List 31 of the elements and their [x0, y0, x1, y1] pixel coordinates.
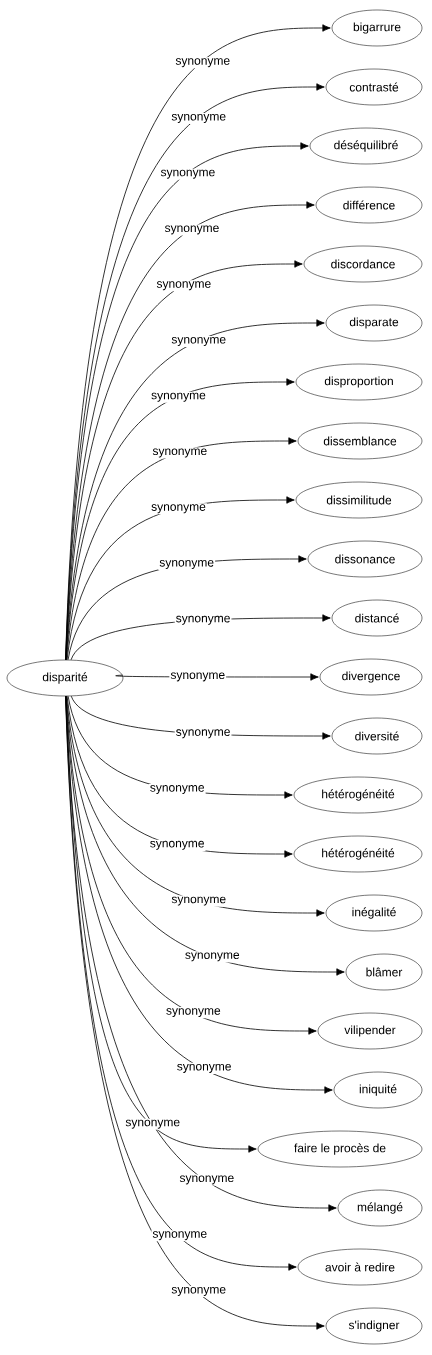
arrow [65, 695, 257, 1153]
arrow [65, 695, 333, 1094]
edge-label: synonyme [170, 112, 228, 124]
edge-label: synonyme [164, 1007, 222, 1019]
edge-label: synonyme [174, 614, 232, 626]
edge-label: synonyme [148, 839, 206, 851]
arrow [66, 437, 297, 661]
edge-label: synonyme [150, 503, 207, 515]
edge-label: synonyme [174, 728, 232, 740]
arrow [65, 319, 325, 661]
edge-label: synonyme [163, 224, 221, 236]
arrow [65, 695, 325, 1330]
edge-label: synonyme [175, 1062, 233, 1074]
edge-label: synonyme [178, 1174, 236, 1186]
edge-label: synonyme [151, 1230, 209, 1242]
edge-label: synonyme [183, 951, 241, 963]
edge-label: synonyme [170, 335, 228, 347]
edge-label: synonyme [158, 559, 216, 571]
edge-label: synonyme [124, 1118, 182, 1130]
edge-label: synonyme [169, 671, 227, 683]
edge-label: synonyme [170, 1285, 228, 1297]
edge-label: synonyme [150, 391, 207, 403]
edge-label: synonyme [174, 57, 232, 69]
edge-label: synonyme [159, 168, 217, 180]
arrow [66, 695, 293, 858]
edge-label: synonyme [148, 784, 206, 796]
arrow [65, 260, 303, 661]
edge-label: synonyme [151, 447, 209, 459]
arrow [66, 496, 295, 661]
edge-label: synonyme [155, 280, 213, 292]
edge-label: synonyme [170, 895, 228, 907]
